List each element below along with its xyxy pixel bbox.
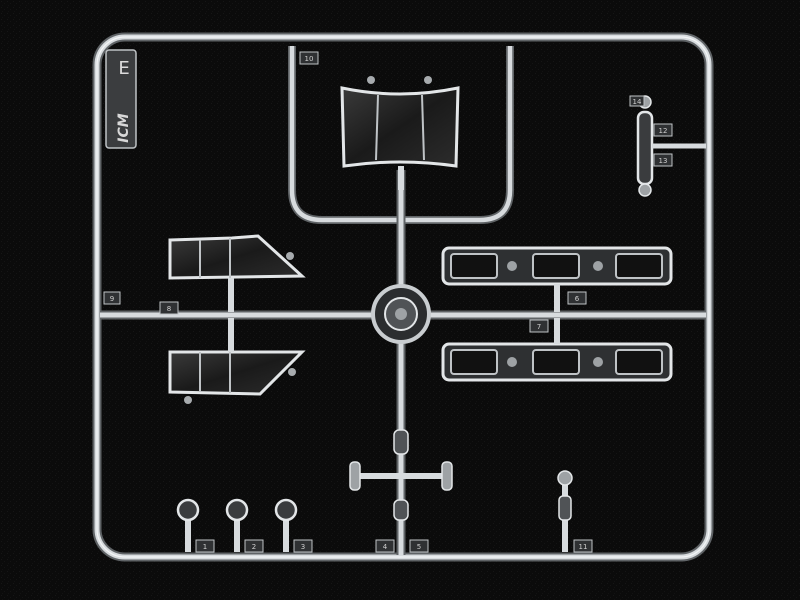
brand-logo: ICM <box>116 113 132 142</box>
left-side-window-upper <box>168 234 306 312</box>
lens-parts <box>176 498 298 552</box>
bottom-h-part <box>349 429 453 521</box>
svg-text:14: 14 <box>633 98 642 106</box>
svg-text:11: 11 <box>579 543 588 551</box>
logo-tab: E ICM <box>105 49 137 149</box>
svg-text:2: 2 <box>252 543 256 551</box>
svg-text:7: 7 <box>537 323 541 331</box>
svg-text:12: 12 <box>659 127 668 135</box>
svg-text:13: 13 <box>659 157 668 165</box>
windshield-part <box>340 76 460 190</box>
sprue-hub <box>371 284 431 344</box>
part-number-tabs: 1 2 3 4 5 6 7 8 9 10 11 12 13 14 <box>103 51 673 553</box>
sprue-frame <box>92 32 714 562</box>
svg-text:3: 3 <box>301 543 305 551</box>
svg-text:9: 9 <box>110 295 114 303</box>
svg-text:1: 1 <box>203 543 207 551</box>
svg-text:4: 4 <box>383 543 388 551</box>
left-side-window-lower <box>168 318 306 404</box>
light-bar-lower <box>441 318 673 382</box>
side-letter-label: E <box>118 58 129 79</box>
svg-text:5: 5 <box>417 543 421 551</box>
svg-text:6: 6 <box>575 295 580 303</box>
small-lamp-part <box>557 470 573 552</box>
svg-text:10: 10 <box>305 55 314 63</box>
svg-text:8: 8 <box>167 305 171 313</box>
light-bar-upper <box>441 246 673 312</box>
